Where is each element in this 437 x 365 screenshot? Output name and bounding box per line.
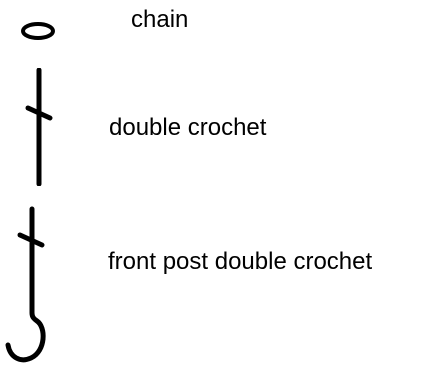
chain-icon [21, 22, 55, 40]
legend-label-front-post-double-crochet: front post double crochet [108, 248, 373, 275]
double-crochet-icon [25, 68, 53, 186]
legend-label-double-crochet: double crochet [109, 114, 267, 141]
front-post-double-crochet-icon [5, 206, 46, 363]
legend-label-chain: chain [131, 6, 189, 33]
